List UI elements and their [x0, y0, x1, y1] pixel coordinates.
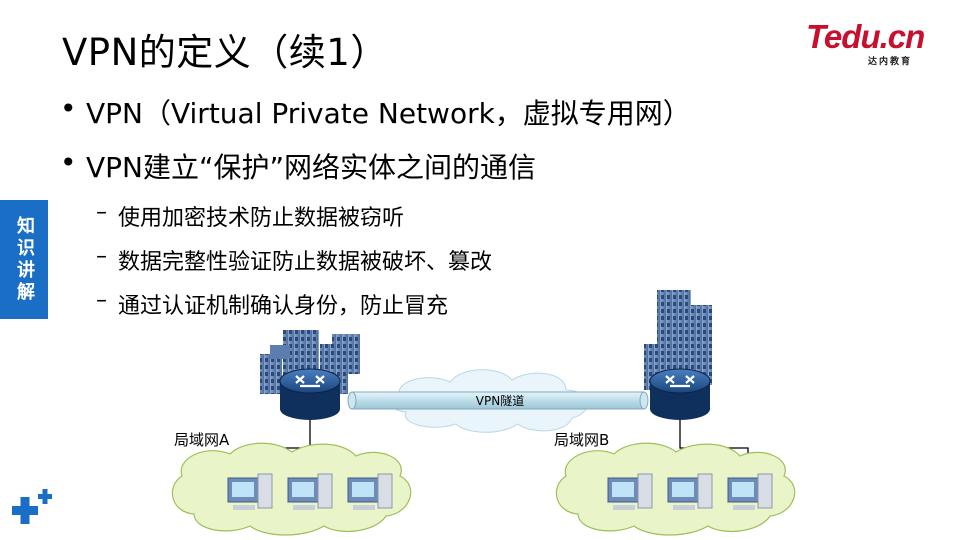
sub-bullet-marker: – — [96, 200, 107, 225]
building-icon-left — [260, 330, 360, 394]
sub-bullet-marker: – — [96, 244, 107, 269]
side-tab-label: 知识讲解 — [14, 215, 35, 304]
tedu-logo: Tedu.cn 达内教育 — [806, 18, 936, 67]
logo-brand: Tedu.cn — [806, 18, 925, 55]
vpn-tunnel — [347, 391, 649, 410]
lan-links — [249, 420, 749, 470]
router-icon-right — [649, 368, 711, 420]
lan-b-cloud — [555, 442, 796, 536]
tunnel-cloud — [391, 369, 588, 433]
computer-icon — [607, 473, 653, 510]
logo-subtitle: 达内教育 — [868, 57, 913, 67]
building-icon-right — [644, 290, 712, 390]
computer-icon — [287, 473, 333, 510]
computer-icon — [347, 473, 393, 510]
sub-bullet-text: 通过认证机制确认身份，防止冒充 — [118, 294, 449, 319]
lan-a-cloud — [171, 442, 412, 536]
lan-b-label: 局域网B — [554, 431, 609, 449]
bullet-text: VPN（Virtual Private Network，虚拟专用网） — [86, 97, 691, 130]
bullet-marker: • — [60, 146, 77, 179]
bullet-marker: • — [60, 92, 77, 125]
side-tab: 知识讲解 — [0, 200, 48, 319]
slide-title: VPN的定义（续1） — [62, 31, 388, 74]
tunnel-label: VPN隧道 — [476, 393, 524, 408]
lan-a-label: 局域网A — [174, 431, 230, 449]
router-icon-left — [279, 368, 341, 420]
sub-bullet-text: 使用加密技术防止数据被窃听 — [118, 206, 405, 231]
computer-icon — [667, 473, 713, 510]
computer-icon — [227, 473, 273, 510]
bullet-text: VPN建立“保护”网络实体之间的通信 — [86, 151, 536, 184]
computer-icon — [727, 473, 773, 510]
sub-bullet-text: 数据完整性验证防止数据被破坏、篡改 — [118, 250, 493, 275]
sub-bullet-marker: – — [96, 288, 107, 313]
plus-icon — [12, 489, 52, 524]
